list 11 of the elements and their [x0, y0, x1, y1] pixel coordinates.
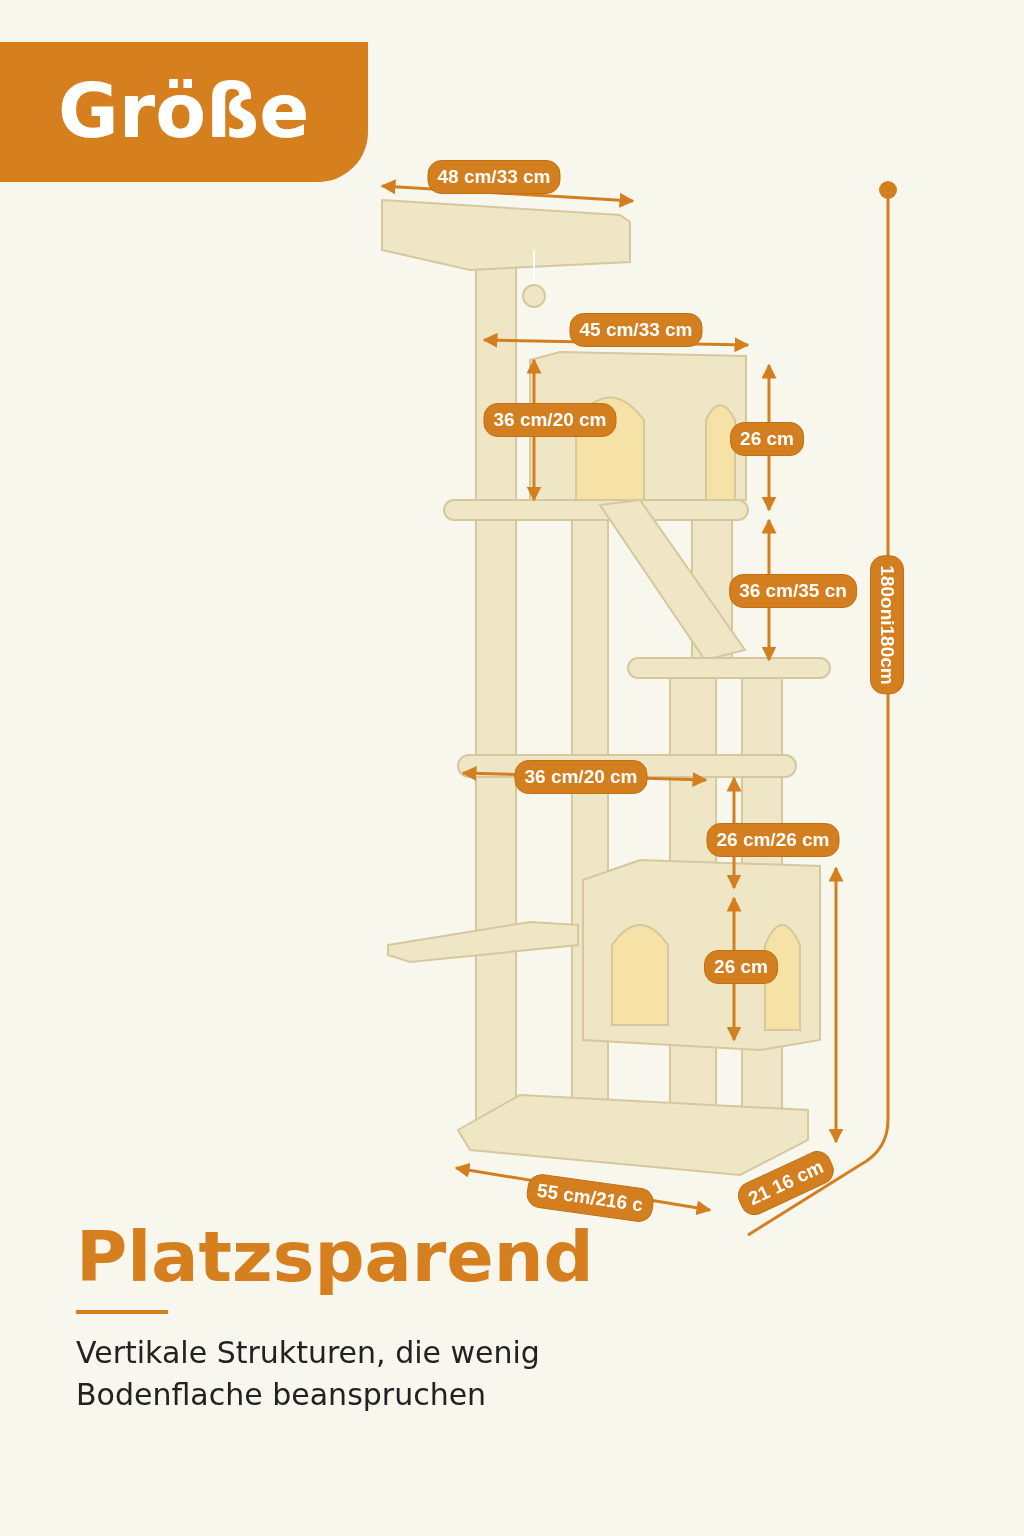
- dimension-label: 36 cm/20 cm: [483, 403, 617, 437]
- page-title: Größe: [58, 67, 310, 156]
- dimension-label: 45 cm/33 cm: [569, 313, 703, 347]
- description-text: Vertikale Strukturen, die wenig Bodenflache beanspruchen: [76, 1334, 541, 1414]
- dimension-label: 180oni180cm: [870, 555, 904, 695]
- dimension-label: 36 cm/35 cn: [729, 574, 857, 608]
- dimension-label: 26 cm: [730, 422, 804, 456]
- dimension-label: 48 cm/33 cm: [427, 160, 561, 194]
- dimension-label: 36 cm/20 cm: [514, 760, 648, 794]
- dimension-label: 26 cm/26 cm: [706, 823, 840, 857]
- dimension-label: 26 cm: [704, 950, 778, 984]
